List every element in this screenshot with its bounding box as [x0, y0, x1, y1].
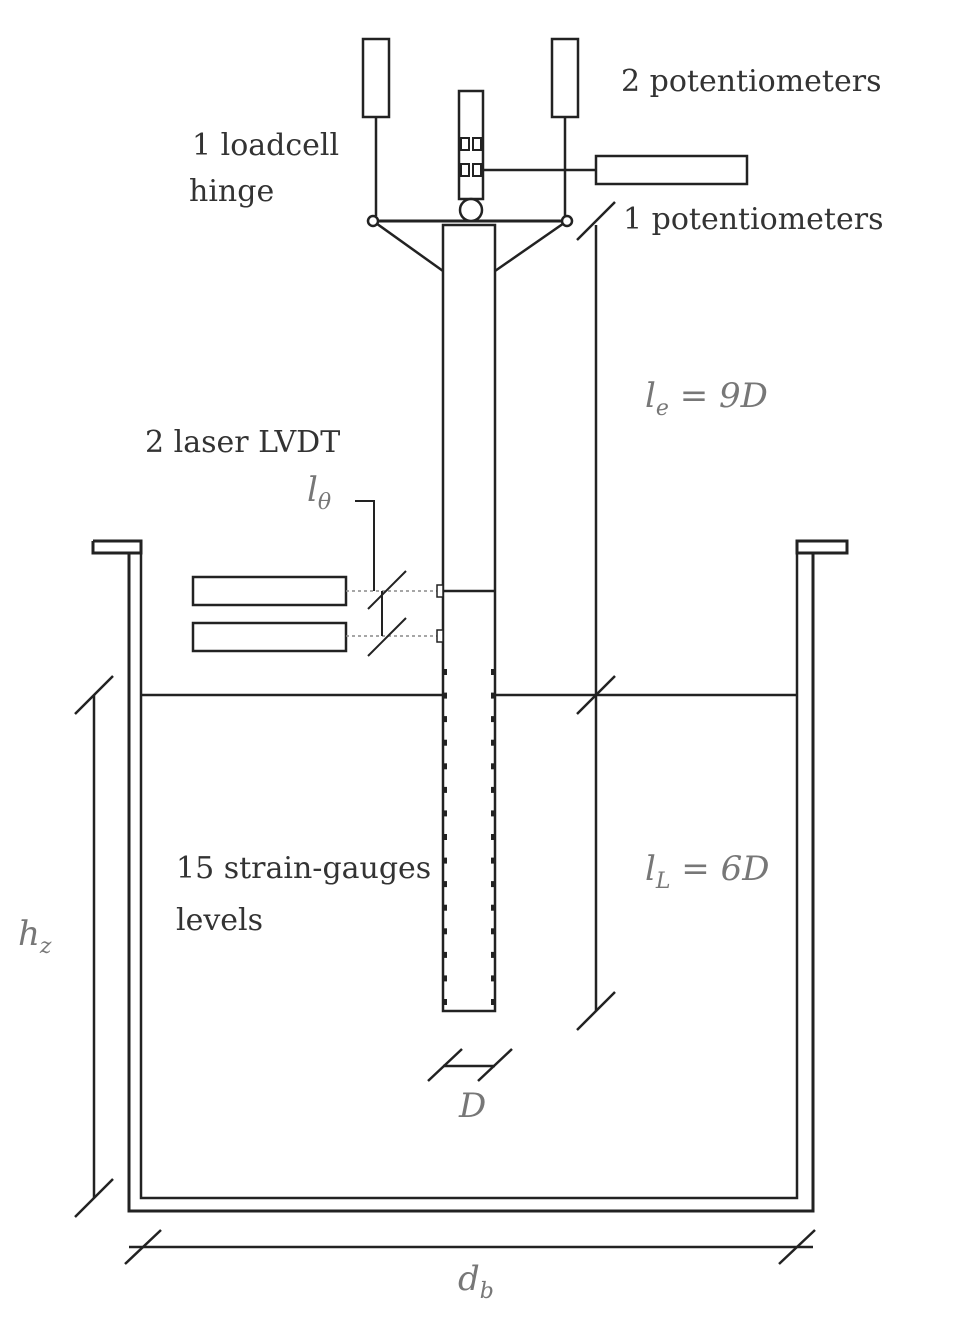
- strain-gauge-right-11: [491, 904, 495, 911]
- potentiometer-right: [550, 37, 580, 119]
- le-top-tick: [576, 201, 616, 241]
- strain-gauge-left-2: [443, 692, 447, 699]
- strain-gauge-left-9: [443, 857, 447, 864]
- strain-gauge-right-10: [491, 881, 495, 888]
- laser-target-lower: [436, 629, 444, 643]
- strain-gauge-left-11: [443, 904, 447, 911]
- right-hinge-joint: [560, 214, 574, 228]
- label-hz: hz: [18, 914, 52, 959]
- label-15-strain-gauges: 15 strain-gauges: [176, 851, 431, 886]
- left-support-strut: [372, 219, 444, 273]
- ltheta-tick-upper: [367, 570, 407, 610]
- lL-bottom-tick: [576, 991, 616, 1031]
- strain-gauge-left-15: [443, 999, 447, 1005]
- strain-gauge-right-14: [491, 975, 495, 982]
- label-db: db: [458, 1259, 494, 1304]
- tank-inner-wall: [139, 553, 799, 1200]
- laser-lvdt-upper: [191, 575, 348, 607]
- label-levels: levels: [176, 903, 263, 938]
- strain-gauge-right-8: [491, 834, 495, 840]
- strain-gauge-right-6: [491, 786, 495, 793]
- tank-outer-wall: [93, 539, 849, 1213]
- strain-gauge-left-12: [443, 928, 447, 935]
- strain-gauge-right-5: [491, 763, 495, 770]
- strain-gauge-right-4: [491, 739, 495, 746]
- label-hinge: hinge: [189, 174, 274, 209]
- right-support-strut: [494, 219, 568, 273]
- hz-top-tick: [74, 675, 114, 715]
- label-lL-equals-6D: lL = 6D: [645, 849, 769, 894]
- strain-gauge-left-8: [443, 834, 447, 840]
- strain-gauge-right-7: [491, 810, 495, 817]
- strain-gauge-right-15: [491, 999, 495, 1005]
- strain-gauge-left-3: [443, 716, 447, 723]
- loadcell-clamp-3: [460, 163, 470, 177]
- loadcell-clamp-2: [472, 137, 482, 151]
- loadcell-clamp-1: [460, 137, 470, 151]
- label-ltheta: lθ: [307, 470, 331, 515]
- D-right-tick: [477, 1048, 513, 1082]
- potentiometer-left: [361, 37, 391, 119]
- ltheta-leader: [355, 500, 375, 591]
- db-right-tick: [778, 1229, 816, 1265]
- db-left-tick: [124, 1229, 162, 1265]
- strain-gauge-right-2: [491, 692, 495, 699]
- hz-bottom-tick: [74, 1178, 114, 1218]
- loadcell-clamp-4: [472, 163, 482, 177]
- label-2-laser-lvdt: 2 laser LVDT: [145, 425, 340, 460]
- tank-outer-left-lip: [91, 541, 129, 555]
- strain-gauge-left-6: [443, 786, 447, 793]
- strain-gauge-left-4: [443, 739, 447, 746]
- label-le-equals-9D: le = 9D: [645, 376, 768, 421]
- strain-gauge-right-9: [491, 857, 495, 864]
- left-hinge-joint: [366, 214, 380, 228]
- label-1-potentiometers: 1 potentiometers: [623, 202, 883, 237]
- label-1-loadcell: 1 loadcell: [192, 128, 339, 163]
- strain-gauge-right-3: [491, 716, 495, 723]
- label-2-potentiometers: 2 potentiometers: [621, 64, 881, 99]
- horizontal-potentiometer: [594, 154, 749, 186]
- strain-gauge-left-1: [443, 669, 447, 675]
- soil-level-tick: [576, 675, 616, 715]
- pile: [441, 223, 497, 1013]
- strain-gauge-left-7: [443, 810, 447, 817]
- D-left-tick: [427, 1048, 463, 1082]
- strain-gauge-left-5: [443, 763, 447, 770]
- strain-gauge-right-12: [491, 928, 495, 935]
- ltheta-tick-lower: [367, 617, 407, 657]
- hinge-ball: [458, 197, 484, 223]
- laser-target-upper: [436, 584, 444, 598]
- strain-gauge-left-14: [443, 975, 447, 982]
- strain-gauge-right-13: [491, 951, 495, 958]
- strain-gauge-right-1: [491, 669, 495, 675]
- strain-gauge-left-13: [443, 951, 447, 958]
- strain-gauge-markers: [443, 669, 495, 1005]
- laser-lvdt-lower: [191, 621, 348, 653]
- strain-gauge-left-10: [443, 881, 447, 888]
- label-D: D: [458, 1086, 486, 1126]
